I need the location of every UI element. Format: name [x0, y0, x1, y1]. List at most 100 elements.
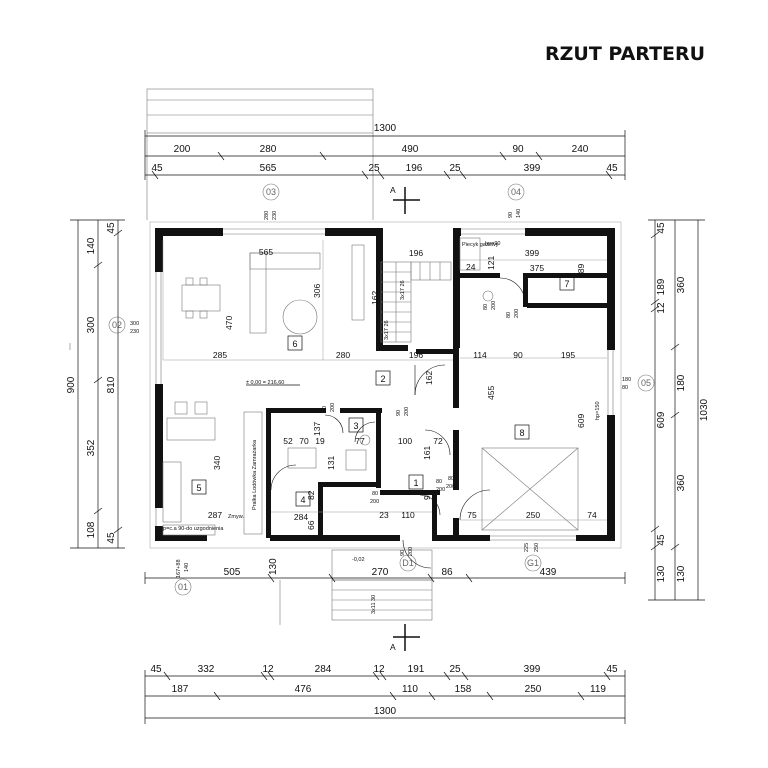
stairs-main-note: 3x17 26 [400, 280, 406, 300]
dim-left-i0: 45 [106, 222, 117, 234]
dim-left-o1: 300 [86, 316, 97, 333]
r2-w2: 196 [409, 350, 423, 360]
dim-right-o0: 360 [676, 276, 687, 293]
dim-bot-r2-5: 119 [590, 684, 606, 695]
r8-f: 74 [587, 510, 597, 520]
w02-b: 230 [130, 329, 139, 335]
dim-right-o1: 180 [676, 374, 687, 391]
axis-markers: 03 04 02 05 01 D1 G1 [108, 183, 655, 596]
wd1-b: 200 [408, 547, 414, 556]
dim-left-o0: 140 [86, 237, 97, 254]
dim-ent-0: 505 [224, 567, 241, 578]
boiler-note: Piecyk gazowy [462, 242, 499, 248]
dim-bot-r2-1: 476 [295, 684, 312, 695]
door-e2: 200 [491, 301, 497, 310]
dim-right: 189 45 12 609 45 130 360 180 360 130 103… [648, 219, 710, 601]
area-lines [162, 240, 607, 521]
r8-a: 114 [473, 350, 487, 360]
doors [270, 277, 526, 569]
entrance-level: -0,02 [352, 557, 365, 563]
dim-top-r3-3: 196 [406, 163, 423, 174]
r1-h2: 161 [422, 446, 432, 460]
dim-top-total: 1300 [374, 123, 397, 134]
dim-top-r2-1: 280 [260, 144, 277, 155]
r6-h2: 470 [224, 316, 234, 330]
dim-bot-r1-6: 25 [449, 664, 461, 675]
w01-b: 140 [184, 563, 190, 572]
stairs-top-note: 3x17 26 [384, 320, 390, 340]
door-b1: 80 [322, 406, 328, 412]
dim-left-i1: 810 [106, 376, 117, 393]
door-dimensions: 90 200 80 200 80 200 80 200 80 200 80 20… [322, 301, 520, 505]
dim-ent-3: 86 [441, 567, 453, 578]
dim-left-total: 900 [66, 376, 77, 393]
dim-bot-r1-4: 12 [373, 664, 385, 675]
axis-01: 01 [178, 582, 188, 592]
dim-top-r2-3: 90 [512, 144, 524, 155]
section-a-top: A [390, 185, 396, 195]
r1-w: 110 [401, 510, 415, 520]
dim-bot-r1-0: 45 [150, 664, 162, 675]
door-f2: 200 [446, 484, 455, 490]
dim-right-o2: 360 [676, 474, 687, 491]
dim-right-total: 1030 [699, 398, 710, 421]
r4-a: 23 [379, 510, 389, 520]
r5-w: 287 [208, 510, 222, 520]
door-a2: 200 [404, 407, 410, 416]
r3-d: 77 [355, 436, 365, 446]
r8-e: 250 [526, 510, 540, 520]
door-d2: 200 [436, 487, 445, 493]
dim-right-i0: 45 [656, 222, 667, 234]
r1-w3: 72 [433, 436, 443, 446]
r7-w2: 375 [530, 263, 544, 273]
door-g2: 200 [514, 309, 520, 318]
window-labels: 280 230 90 140 300 230 180 80 167+88 140… [130, 209, 631, 578]
r7-h: 189 [576, 264, 586, 278]
axis-02: 02 [112, 320, 122, 330]
hp-note: hp=c.a 90-do uzgodnienia [160, 526, 224, 532]
r6-a: 285 [213, 350, 227, 360]
w05-b: 80 [622, 385, 628, 391]
r8-h: 455 [486, 386, 496, 400]
stairs [380, 261, 452, 343]
r2-h2: 162 [370, 291, 380, 305]
r3-h2: 137 [312, 422, 322, 436]
r3-a: 52 [283, 436, 293, 446]
entrance-stairs [331, 549, 433, 621]
r6-w: 565 [259, 247, 273, 257]
dim-bot-total: 1300 [374, 706, 397, 717]
door-e1: 80 [483, 304, 489, 310]
dim-right-i4: 45 [656, 534, 667, 546]
plan-title: RZUT PARTERU [545, 43, 705, 65]
dim-top-r2-0: 200 [174, 144, 191, 155]
dim-right-i3: 609 [656, 411, 667, 428]
dim-ent-2: 270 [372, 567, 389, 578]
w04-b: 140 [516, 209, 522, 218]
room-2: 2 [380, 374, 385, 384]
dim-bot-r1-8: 45 [606, 664, 618, 675]
stairs-entry-note: 3x11 30 [371, 595, 377, 614]
dim-left-i2: 45 [106, 532, 117, 544]
dim-bot-r2-2: 110 [402, 684, 418, 695]
r6-b: 280 [336, 350, 350, 360]
dim-right-o3: 130 [676, 565, 687, 582]
axis-d1: D1 [402, 558, 414, 568]
laundry-note: Pralka Lodówka Zamrażarka [252, 439, 258, 510]
furniture [162, 237, 579, 536]
r7-a: 24 [466, 262, 476, 272]
r4-b: 66 [306, 520, 316, 530]
dim-left-o2: 352 [86, 439, 97, 456]
room-8: 8 [519, 428, 524, 438]
door-c2: 200 [370, 499, 379, 505]
room-7: 7 [564, 279, 569, 289]
section-marks: A A [390, 185, 420, 652]
hp90-note: hp=90 [485, 241, 500, 247]
dim-bot-r1-5: 191 [408, 664, 425, 675]
room-numbers: 1 2 3 4 5 6 7 8 [191, 275, 575, 507]
notes: ± 0,00 = 216,60 -0,02 hp=c.a 90-do uzgod… [160, 241, 601, 563]
dim-bot-r1-1: 332 [198, 664, 215, 675]
windows [155, 228, 614, 541]
walls [149, 221, 622, 549]
r8-h2: 609 [576, 414, 586, 428]
